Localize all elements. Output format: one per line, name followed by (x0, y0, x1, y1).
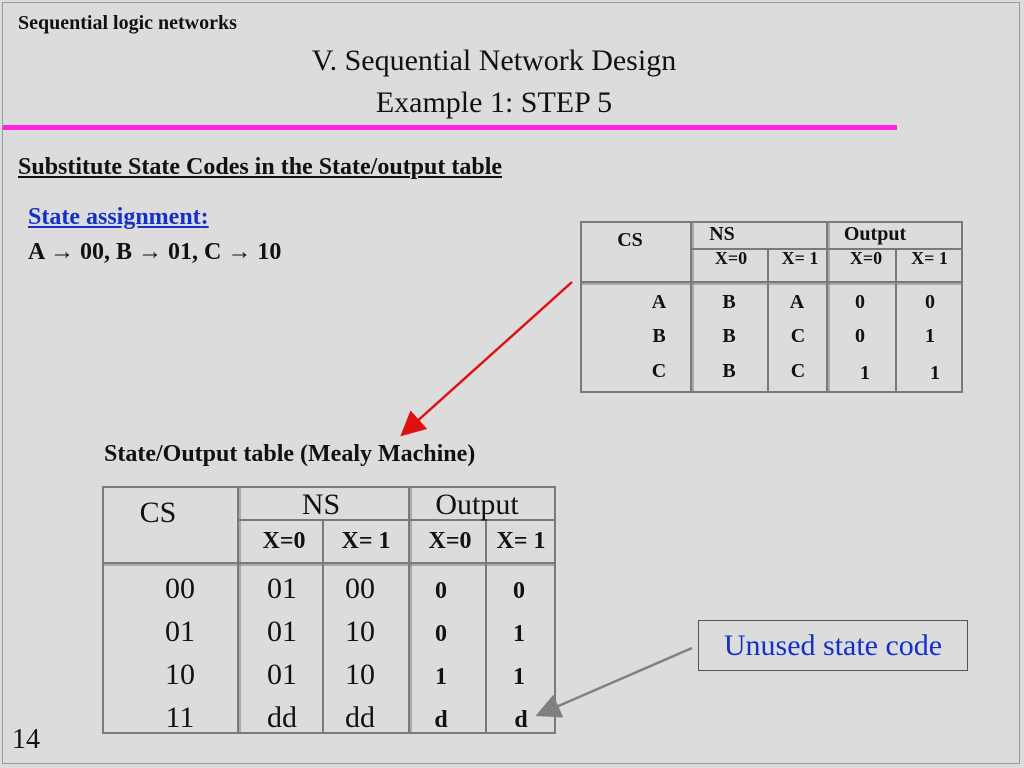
coded-output-cell: 0 (513, 578, 525, 604)
coded-cs-cell: 11 (165, 701, 195, 734)
coded-output-cell: 0 (435, 578, 447, 604)
symbolic-cs-header: CS (617, 229, 643, 251)
symbolic-output-cell: 1 (925, 325, 935, 347)
coded-output-cell: 1 (513, 664, 525, 690)
page-number: 14 (12, 724, 40, 755)
symbolic-output-header: Output (843, 223, 907, 245)
coded-output-cell: d (514, 707, 528, 733)
coded-sub-header: X= 1 (341, 528, 391, 554)
symbolic-ns-cell: A (789, 291, 805, 313)
coded-sub-header: X= 1 (496, 528, 546, 554)
coded-output-cell: d (434, 707, 448, 733)
symbolic-sub-header: X=0 (714, 248, 748, 268)
title-divider (3, 125, 897, 130)
state-assignment-mapping: A → 00, B → 01, C → 10 (28, 239, 282, 265)
symbolic-ns-cell: B (722, 325, 736, 347)
symbolic-output-cell: 1 (860, 362, 870, 384)
coded-table-caption-main: State/Output table (104, 441, 295, 467)
coded-ns-cell: 00 (345, 572, 375, 605)
coded-ns-cell: dd (345, 701, 375, 734)
coded-table-caption: State/Output table (Mealy Machine) (104, 441, 475, 468)
coded-cs-cell: 01 (165, 615, 195, 648)
symbolic-cs-cell: A (651, 291, 667, 313)
coded-ns-cell: 01 (267, 572, 297, 605)
state-assignment-label: State assignment: (28, 204, 209, 231)
coded-sub-header: X=0 (428, 528, 472, 554)
unused-state-callout: Unused state code (698, 620, 968, 671)
symbolic-ns-header: NS (709, 223, 735, 245)
symbolic-sub-header: X= 1 (911, 248, 948, 268)
symbolic-ns-cell: C (790, 360, 806, 382)
course-label: Sequential logic networks (18, 12, 237, 34)
symbolic-sub-header: X= 1 (781, 248, 819, 268)
coded-output-cell: 0 (435, 621, 447, 647)
coded-state-table: CS NS Output X=0 X= 1 X=0 X= 1 00 01 00 … (102, 486, 556, 734)
slide-subtitle: Example 1: STEP 5 (375, 86, 613, 119)
slide-title: V. Sequential Network Design (311, 44, 677, 77)
symbolic-cs-cell: C (651, 360, 667, 382)
coded-sub-header: X=0 (262, 528, 306, 554)
state-assignment-label-text: State assignment (28, 204, 201, 230)
section-heading: Substitute State Codes in the State/outp… (18, 154, 503, 180)
coded-output-header: Output (435, 488, 519, 521)
symbolic-output-cell: 0 (925, 291, 935, 313)
coded-cs-cell: 10 (165, 658, 195, 691)
coded-cs-cell: 00 (165, 572, 195, 605)
coded-cs-header: CS (139, 496, 177, 529)
coded-output-cell: 1 (513, 621, 525, 647)
state-assignment-colon: : (200, 204, 209, 230)
symbolic-cs-cell: B (652, 325, 666, 347)
coded-ns-cell: dd (267, 701, 297, 734)
symbolic-state-table: CS NS Output X=0 X= 1 X=0 X= 1 A B A 0 0… (580, 221, 963, 393)
symbolic-ns-cell: B (722, 360, 736, 382)
symbolic-table-grid (580, 221, 963, 393)
symbolic-ns-cell: B (722, 291, 736, 313)
symbolic-sub-header: X=0 (849, 248, 883, 268)
coded-table-grid (102, 486, 556, 734)
coded-output-cell: 1 (435, 664, 447, 690)
coded-ns-cell: 01 (267, 658, 297, 691)
symbolic-output-cell: 0 (855, 325, 865, 347)
symbolic-ns-cell: C (790, 325, 806, 347)
coded-ns-cell: 10 (345, 658, 375, 691)
red-arrow (400, 281, 573, 437)
coded-ns-cell: 01 (267, 615, 297, 648)
coded-table-caption-detail: (Mealy Machine) (294, 441, 476, 467)
gray-arrow (535, 646, 693, 718)
symbolic-output-cell: 0 (855, 291, 865, 313)
coded-ns-cell: 10 (345, 615, 375, 648)
coded-ns-header: NS (301, 488, 341, 521)
symbolic-output-cell: 1 (930, 362, 940, 384)
